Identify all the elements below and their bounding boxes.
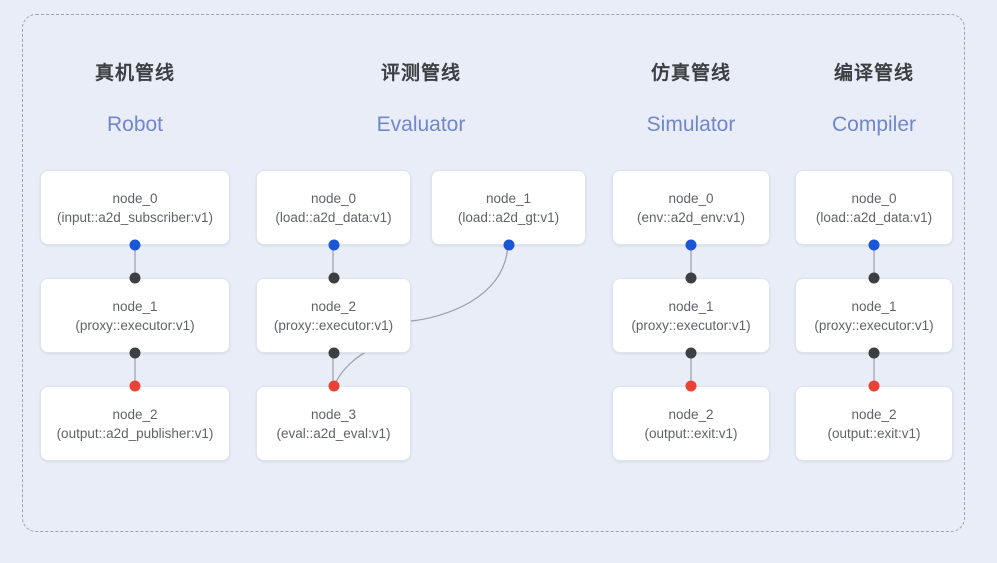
node-type-label: (proxy::executor:v1) (273, 317, 394, 333)
node-robot-node_1[interactable]: node_1(proxy::executor:v1) (40, 278, 230, 353)
port-in-black-compiler-node_1[interactable] (868, 272, 880, 284)
node-evaluator-node_2[interactable]: node_2(proxy::executor:v1) (256, 278, 411, 353)
port-out-black-evaluator-node_2[interactable] (328, 347, 339, 359)
port-out-blue-robot-node_0[interactable] (129, 239, 141, 251)
port-in-black-evaluator-node_2[interactable] (328, 272, 339, 284)
node-type-label: (load::a2d_data:v1) (275, 209, 392, 225)
port-out-blue-compiler-node_0[interactable] (868, 239, 880, 251)
port-in-red-simulator-node_2[interactable] (685, 380, 697, 392)
column-header-compiler: 编译管线 Compiler (832, 62, 916, 138)
port-out-blue-evaluator-node_1[interactable] (503, 239, 514, 251)
node-type-label: (load::a2d_gt:v1) (457, 209, 560, 225)
column-title-en-evaluator: Evaluator (376, 113, 466, 136)
port-out-black-robot-node_1[interactable] (129, 347, 141, 359)
column-header-simulator: 仿真管线 Simulator (647, 62, 736, 138)
node-type-label: (proxy::executor:v1) (814, 317, 934, 333)
edge-evaluator-node_2_side-to-evaluator-node_3 (333, 347, 376, 387)
node-name-label: node_1 (112, 298, 158, 314)
node-type-label: (proxy::executor:v1) (631, 317, 751, 333)
node-type-label: (eval::a2d_eval:v1) (276, 425, 391, 441)
port-in-red-robot-node_2[interactable] (129, 380, 141, 392)
column-header-evaluator: 评测管线 Evaluator (377, 62, 466, 138)
column-title-en-robot: Robot (106, 113, 164, 136)
port-in-black-robot-node_1[interactable] (129, 272, 141, 284)
node-name-label: node_0 (310, 190, 357, 206)
node-type-label: (output::a2d_publisher:v1) (56, 425, 214, 441)
node-type-label: (output::exit:v1) (644, 425, 738, 441)
node-name-label: node_0 (851, 190, 897, 206)
port-out-black-simulator-node_1[interactable] (685, 347, 697, 359)
port-in-black-simulator-node_1[interactable] (685, 272, 697, 284)
node-type-label: (env::a2d_env:v1) (636, 209, 746, 225)
port-out-blue-simulator-node_0[interactable] (685, 239, 697, 251)
port-in-red-compiler-node_2[interactable] (868, 380, 880, 392)
node-name-label: node_1 (668, 298, 714, 314)
node-robot-node_0[interactable]: node_0(input::a2d_subscriber:v1) (40, 170, 230, 245)
node-name-label: node_1 (485, 190, 532, 206)
node-compiler-node_2[interactable]: node_2(output::exit:v1) (795, 386, 953, 461)
port-in-red-evaluator-node_3[interactable] (328, 380, 339, 392)
node-compiler-node_0[interactable]: node_0(load::a2d_data:v1) (795, 170, 953, 245)
port-out-black-compiler-node_1[interactable] (868, 347, 880, 359)
node-simulator-node_1[interactable]: node_1(proxy::executor:v1) (612, 278, 770, 353)
column-title-cn-simulator: 仿真管线 (650, 63, 732, 84)
column-title-cn-evaluator: 评测管线 (380, 63, 461, 84)
node-name-label: node_2 (310, 298, 357, 314)
column-title-cn-compiler: 编译管线 (833, 63, 914, 84)
node-name-label: node_1 (851, 298, 897, 314)
node-robot-node_2[interactable]: node_2(output::a2d_publisher:v1) (40, 386, 230, 461)
node-name-label: node_2 (112, 406, 158, 422)
node-name-label: node_3 (310, 406, 357, 422)
node-name-label: node_2 (668, 406, 714, 422)
column-title-cn-robot: 真机管线 (94, 63, 176, 84)
edge-evaluator-node_1-to-evaluator-node_2 (410, 240, 509, 322)
node-simulator-node_0[interactable]: node_0(env::a2d_env:v1) (612, 170, 770, 245)
node-compiler-node_1[interactable]: node_1(proxy::executor:v1) (795, 278, 953, 353)
column-title-en-compiler: Compiler (831, 113, 917, 136)
node-type-label: (output::exit:v1) (827, 425, 921, 441)
column-title-en-simulator: Simulator (646, 113, 736, 136)
node-name-label: node_2 (851, 406, 897, 422)
node-evaluator-node_3[interactable]: node_3(eval::a2d_eval:v1) (256, 386, 411, 461)
node-evaluator-node_1[interactable]: node_1(load::a2d_gt:v1) (431, 170, 586, 245)
node-type-label: (load::a2d_data:v1) (815, 209, 933, 225)
column-header-robot: 真机管线 Robot (95, 62, 175, 138)
node-simulator-node_2[interactable]: node_2(output::exit:v1) (612, 386, 770, 461)
node-type-label: (input::a2d_subscriber:v1) (56, 209, 214, 225)
port-out-blue-evaluator-node_0[interactable] (328, 239, 339, 251)
node-type-label: (proxy::executor:v1) (75, 317, 195, 333)
node-evaluator-node_0[interactable]: node_0(load::a2d_data:v1) (256, 170, 411, 245)
node-name-label: node_0 (112, 190, 158, 206)
node-name-label: node_0 (668, 190, 714, 206)
